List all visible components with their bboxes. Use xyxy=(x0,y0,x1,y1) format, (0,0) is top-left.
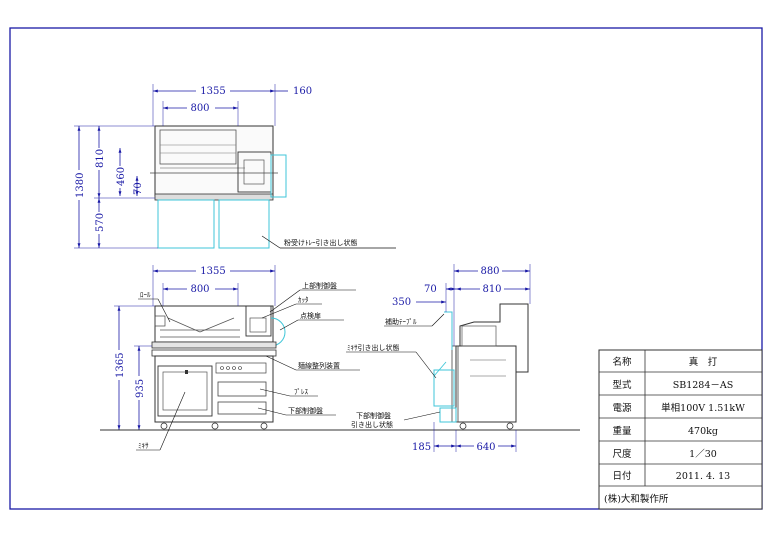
title-block: 名称 真 打 型式 SB1284－AS 電源 単相100V 1.51kW 重量 … xyxy=(598,349,763,510)
tb-label-power: 電源 xyxy=(612,403,632,414)
roll-label: ﾛｰﾙ xyxy=(140,291,151,299)
tb-value-weight: 470kg xyxy=(688,426,718,437)
front-total-height-dim: 1365 xyxy=(115,353,126,378)
mixer-drawn-label: ﾐｷｻ引き出し状態 xyxy=(347,343,400,352)
front-inner-width-dim: 800 xyxy=(190,284,209,295)
side-left-dim: 70 xyxy=(424,284,437,295)
cutter-label: ｶｯﾀ xyxy=(298,296,309,304)
front-width-dim: 1355 xyxy=(200,266,225,277)
tb-value-power: 単相100V 1.51kW xyxy=(661,402,745,414)
sorter-label: 麺線整列装置 xyxy=(298,361,340,370)
tb-label-scale: 尺度 xyxy=(612,448,632,460)
upper-panel-label: 上部制御盤 xyxy=(302,281,337,290)
tb-value-model: SB1284－AS xyxy=(673,380,734,391)
side-bottom-right-dim: 640 xyxy=(476,442,495,453)
tray-label: 粉受けﾄﾚｰ引き出し状態 xyxy=(284,238,358,247)
tb-label-model: 型式 xyxy=(612,379,632,391)
front-view: 1355 800 1365 935 ﾛｰﾙ 上部制御盤 ｶｯﾀ 点検扉 xyxy=(100,264,580,451)
tb-label-weight: 重量 xyxy=(612,425,632,437)
side-width-dim: 880 xyxy=(480,266,499,277)
aux-table-label: 補助ﾃｰﾌﾟﾙ xyxy=(385,317,417,326)
inspection-door-label: 点検扉 xyxy=(300,311,321,320)
top-offset-dim: 160 xyxy=(293,86,312,97)
side-view: 880 70 810 350 185 640 補助ﾃｰﾌﾟﾙ ﾐｷｻ引き出し状態… xyxy=(346,264,531,453)
top-upper-height-dim: 810 xyxy=(95,149,106,168)
front-lower-height-dim: 935 xyxy=(135,379,146,398)
top-view: 1355 800 160 1380 810 570 460 70 粉受けﾄﾚｰ引… xyxy=(73,84,396,249)
top-small-dim: 70 xyxy=(133,182,144,195)
mixer-label: ﾐｷｻ xyxy=(138,442,149,450)
lower-panel-drawn-label-1: 下部制御盤 xyxy=(356,411,391,420)
top-mid-height-dim: 460 xyxy=(116,167,127,186)
lower-panel-drawn-label-2: 引き出し状態 xyxy=(351,420,393,429)
sheet-border xyxy=(9,27,763,510)
tb-label-name: 名称 xyxy=(612,356,632,368)
lower-panel-label: 下部制御盤 xyxy=(288,406,323,415)
side-bottom-left-dim: 185 xyxy=(412,442,431,453)
top-width-dim: 1355 xyxy=(200,86,225,97)
tb-value-name: 真 打 xyxy=(689,356,718,368)
press-label: ﾌﾟﾚｽ xyxy=(294,388,308,396)
top-lower-height-dim: 570 xyxy=(95,213,106,232)
side-right-dim: 810 xyxy=(482,284,501,295)
tb-label-date: 日付 xyxy=(612,471,632,482)
side-extension-dim: 350 xyxy=(392,297,411,308)
tb-value-scale: 1／30 xyxy=(689,449,717,460)
top-total-height-dim: 1380 xyxy=(75,173,86,198)
tb-value-date: 2011. 4. 13 xyxy=(676,471,730,482)
top-inner-width-dim: 800 xyxy=(190,103,209,114)
tb-company: (株)大和製作所 xyxy=(604,493,669,505)
